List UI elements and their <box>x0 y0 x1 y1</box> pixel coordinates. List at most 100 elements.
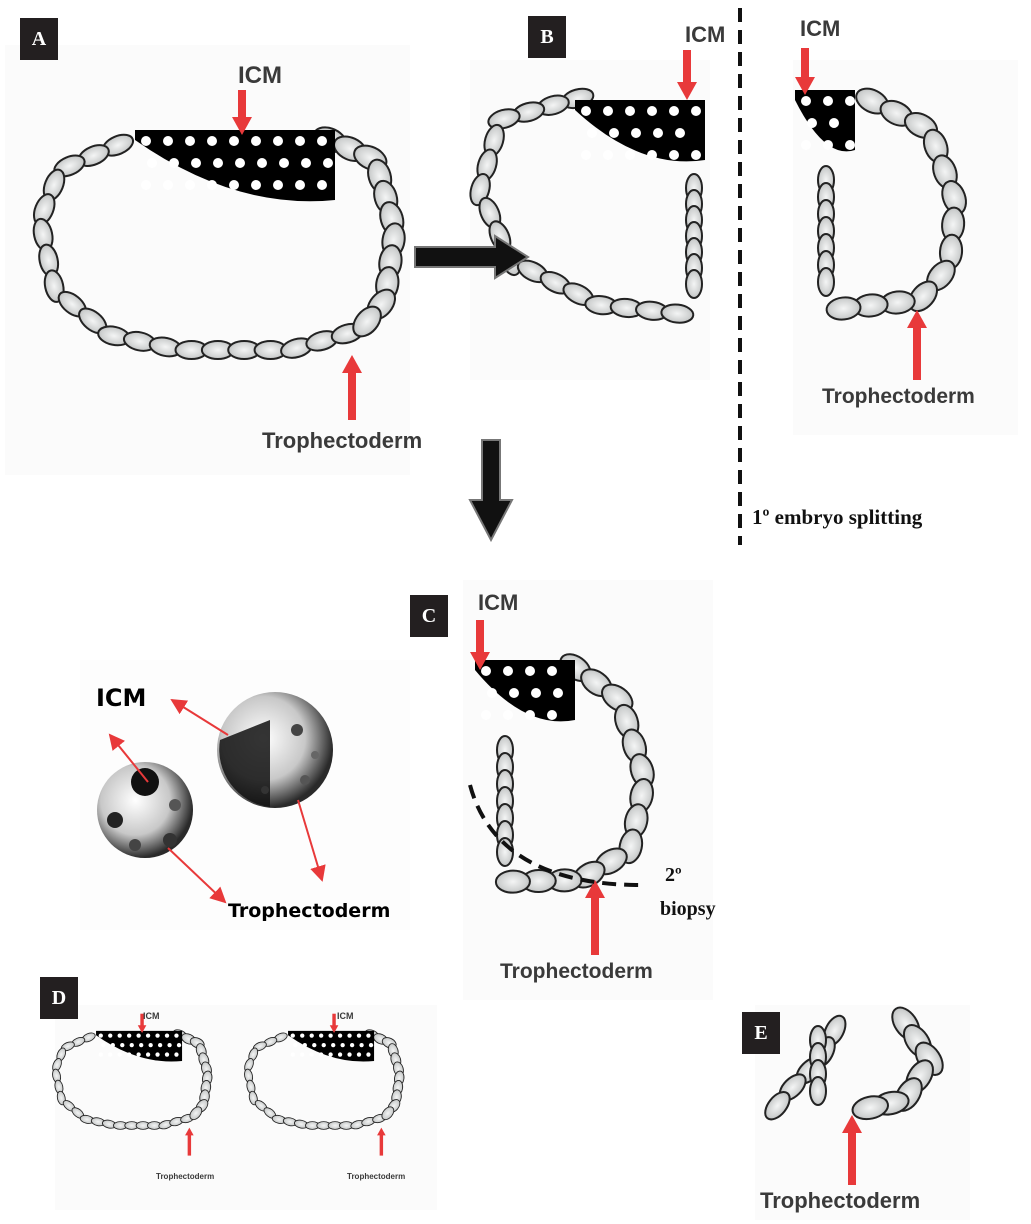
icm-cell <box>347 1052 351 1056</box>
icm-cell <box>136 1052 140 1056</box>
icm-arrow-shaft <box>332 1014 335 1026</box>
icm-cell <box>823 96 833 106</box>
icm-arrow-shaft <box>801 48 809 79</box>
icm-cell <box>357 1052 361 1056</box>
panel-c-icm-label: ICM <box>478 590 518 616</box>
icm-cell <box>141 180 151 190</box>
icm-cell <box>207 136 217 146</box>
icm-cell <box>603 150 613 160</box>
icm-cell <box>185 136 195 146</box>
icm-arrow-shaft <box>238 90 246 119</box>
icm-cell <box>118 1033 122 1037</box>
icm-cell <box>631 128 641 138</box>
icm-cell <box>509 688 519 698</box>
icm-cell <box>503 710 513 720</box>
icm-cell <box>174 1033 178 1037</box>
photo-icm-label: ICM <box>96 684 146 712</box>
icm-cell <box>829 118 839 128</box>
icm-cell <box>481 710 491 720</box>
panel-a-trophectoderm-label: Trophectoderm <box>262 428 422 454</box>
icm-cell <box>291 1033 295 1037</box>
icm-cell <box>167 1043 171 1047</box>
icm-cell <box>845 140 855 150</box>
icm-cell <box>118 1052 122 1056</box>
icm-cell <box>553 688 563 698</box>
icm-cell <box>691 150 701 160</box>
embryo-photo-large <box>217 692 333 808</box>
photo-trophectoderm-label: Trophectoderm <box>228 900 390 922</box>
icm-cell <box>625 150 635 160</box>
panel-d-trophectoderm-label-2: Trophectoderm <box>347 1172 405 1181</box>
icm-cell <box>207 180 217 190</box>
icm-cell <box>155 1052 159 1056</box>
panel-d-icm-label-1: ICM <box>143 1011 160 1021</box>
icm-cell <box>177 1043 181 1047</box>
icm-cell <box>845 96 855 106</box>
icm-cell <box>108 1033 112 1037</box>
icm-cell <box>625 106 635 116</box>
icm-cell <box>581 150 591 160</box>
icm-cell <box>328 1033 332 1037</box>
icm-cell <box>130 1043 134 1047</box>
icm-cell <box>301 158 311 168</box>
icm-cell <box>317 180 327 190</box>
icm-cell <box>174 1052 178 1056</box>
trophoblast-cell <box>818 268 834 296</box>
icm-cell <box>191 158 201 168</box>
icm-cell <box>338 1033 342 1037</box>
icm-cell <box>481 666 491 676</box>
panel-a-badge: A <box>20 18 58 60</box>
icm-cell <box>322 1043 326 1047</box>
icm-cell <box>139 1043 143 1047</box>
icm-cell <box>141 136 151 146</box>
icm-cell <box>547 666 557 676</box>
icm-cell <box>319 1052 323 1056</box>
icm-cell <box>300 1033 304 1037</box>
icm-cell <box>369 1043 373 1047</box>
icm-cell <box>99 1052 103 1056</box>
icm-cell <box>251 136 261 146</box>
icm-cell <box>587 128 597 138</box>
icm-cell <box>350 1043 354 1047</box>
icm-cell <box>163 136 173 146</box>
icm-cell <box>347 1033 351 1037</box>
icm-cell <box>293 1043 297 1047</box>
icm-cell <box>801 140 811 150</box>
arrow-a-to-c <box>470 440 512 540</box>
icm-cell <box>823 140 833 150</box>
biopsy-caption-line1: 2º <box>665 864 682 887</box>
panel-b-trophectoderm-label: Trophectoderm <box>822 385 975 409</box>
panel-c-trophectoderm-label: Trophectoderm <box>500 960 653 984</box>
icm-cell <box>487 688 497 698</box>
panel-d-trophectoderm-label-1: Trophectoderm <box>156 1172 214 1181</box>
icm-cell <box>291 1052 295 1056</box>
panel-d-icm-label-2: ICM <box>337 1011 354 1021</box>
icm-cell <box>341 1043 345 1047</box>
icm-cell <box>295 136 305 146</box>
icm-cell <box>111 1043 115 1047</box>
icm-cell <box>279 158 289 168</box>
icm-cell <box>331 1043 335 1047</box>
icm-cell <box>149 1043 153 1047</box>
icm-cell <box>120 1043 124 1047</box>
icm-cell <box>169 158 179 168</box>
icm-cell <box>525 666 535 676</box>
icm-cell <box>108 1052 112 1056</box>
icm-cell <box>675 128 685 138</box>
icm-cell <box>609 128 619 138</box>
icm-cell <box>273 136 283 146</box>
icm-cell <box>366 1033 370 1037</box>
icm-cell <box>235 158 245 168</box>
icm-cell <box>127 1052 131 1056</box>
trophectoderm-arrow-shaft <box>913 326 921 380</box>
icm-cell <box>653 128 663 138</box>
icm-cell <box>165 1052 169 1056</box>
icm-cell <box>99 1033 103 1037</box>
icm-cell <box>303 1043 307 1047</box>
trophectoderm-arrow-shaft <box>380 1135 383 1156</box>
panel-d-badge: D <box>40 977 78 1019</box>
trophoblast-cell <box>810 1077 826 1105</box>
icm-cell <box>229 180 239 190</box>
embryo-photo-small <box>97 762 193 858</box>
trophoblast-cell <box>496 870 531 893</box>
